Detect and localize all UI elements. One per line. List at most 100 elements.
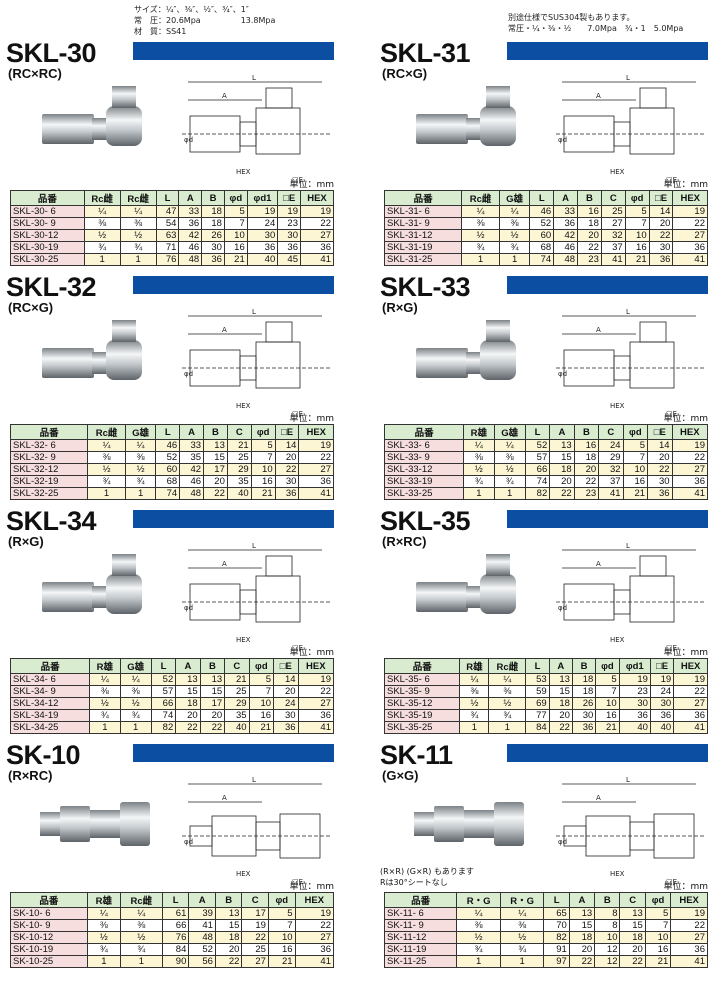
table-cell: 41	[297, 721, 335, 734]
spec-material: 材 質：SS41	[134, 27, 187, 36]
table-cell: 82	[150, 721, 177, 734]
table-cell: 29	[598, 451, 624, 464]
column-header: φd	[223, 190, 248, 206]
table-cell: 5	[624, 205, 650, 218]
part-number-cell: SKL-31-19	[383, 241, 463, 254]
column-header: HEX	[672, 190, 708, 206]
table-cell: ⅜	[463, 451, 495, 464]
table-cell: 18	[571, 685, 597, 698]
column-header: A	[175, 658, 201, 674]
column-header: A	[179, 424, 205, 440]
column-header: L	[543, 892, 570, 908]
drawing-label: L	[252, 776, 256, 784]
elbow-port	[112, 554, 136, 576]
table-cell: 1	[498, 253, 531, 266]
part-number-cell: SKL-32- 6	[9, 439, 89, 452]
table-cell: 22	[297, 685, 335, 698]
table-cell: 41	[188, 919, 216, 932]
table-cell: 63	[155, 229, 180, 242]
column-header: L	[155, 424, 181, 440]
table-cell: ¼	[493, 439, 526, 452]
part-number-cell: SKL-31- 9	[383, 217, 463, 230]
table-cell: 82	[524, 487, 551, 500]
table-cell: 24	[246, 217, 279, 230]
table-cell: 19	[294, 907, 335, 920]
drawing-label: L	[252, 74, 256, 82]
table-cell: ¼	[124, 439, 157, 452]
table-cell: 37	[600, 241, 626, 254]
column-header: Rc雌	[488, 658, 527, 674]
table-cell: 53	[525, 673, 550, 686]
table-cell: 21	[248, 721, 275, 734]
table-cell: 7	[644, 919, 672, 932]
table-cell: 18	[568, 931, 596, 944]
product-subtitle: (R×RC)	[382, 534, 427, 549]
table-cell: 60	[529, 229, 555, 242]
table-cell: 10	[622, 463, 649, 476]
table-cell: ¼	[461, 205, 500, 218]
unit-label: 単位：mm	[289, 180, 334, 190]
product-photo	[42, 86, 142, 146]
product-title: SKL-32	[6, 272, 97, 302]
table-cell: 30	[647, 475, 673, 488]
product-photo	[42, 320, 142, 380]
table-cell: 1	[493, 487, 526, 500]
table-cell: 22	[548, 721, 573, 734]
table-cell: 22	[214, 955, 243, 968]
table-cell: 40	[226, 487, 252, 500]
table-cell: 7	[267, 919, 296, 932]
table-cell: ⅜	[119, 217, 157, 230]
table-cell: 19	[241, 919, 269, 932]
table-cell: 30	[246, 229, 279, 242]
table-cell: 36	[297, 709, 335, 722]
table-cell: 27	[241, 955, 269, 968]
sk11-note-1: (R×R) (G×R) もあります	[380, 867, 474, 876]
table-cell: 8	[594, 919, 621, 932]
table-cell: ¾	[89, 709, 121, 722]
table-cell: 18	[549, 463, 575, 476]
product-photo	[416, 320, 516, 380]
table-cell: 27	[600, 217, 626, 230]
table-cell: 16	[624, 241, 650, 254]
table-cell: 30	[618, 697, 651, 710]
product-title: SK-11	[380, 740, 453, 770]
table-cell: ¼	[499, 907, 545, 920]
table-cell: 82	[543, 931, 570, 944]
table-cell: 20	[619, 943, 646, 956]
table-cell: 15	[568, 919, 596, 932]
column-header: C	[226, 424, 252, 440]
table-cell: 7	[595, 685, 620, 698]
table-cell: 66	[524, 463, 551, 476]
column-header: HEX	[671, 424, 709, 440]
table-cell: 1	[459, 721, 490, 734]
drawing-label: HEX	[610, 402, 625, 410]
table-cell: 35	[224, 709, 250, 722]
table-cell: 17	[199, 697, 226, 710]
product-subtitle: (RC×RC)	[8, 66, 62, 81]
table-cell: 22	[549, 487, 575, 500]
part-number-cell: SK-10-19	[10, 943, 88, 956]
column-header: Rc雌	[461, 190, 500, 206]
table-cell: 16	[644, 943, 672, 956]
part-number-cell: SKL-35- 9	[383, 685, 461, 698]
title-bar	[133, 42, 334, 60]
swivel-neck	[466, 586, 482, 608]
hex-body	[42, 582, 94, 612]
hex-body	[42, 114, 94, 144]
table-cell: ¾	[488, 709, 527, 722]
table-cell: 30	[649, 697, 675, 710]
table-cell: 27	[298, 463, 334, 476]
table-cell: 13	[549, 439, 575, 452]
column-header: R雄	[89, 658, 121, 674]
table-cell: 7	[624, 217, 650, 230]
